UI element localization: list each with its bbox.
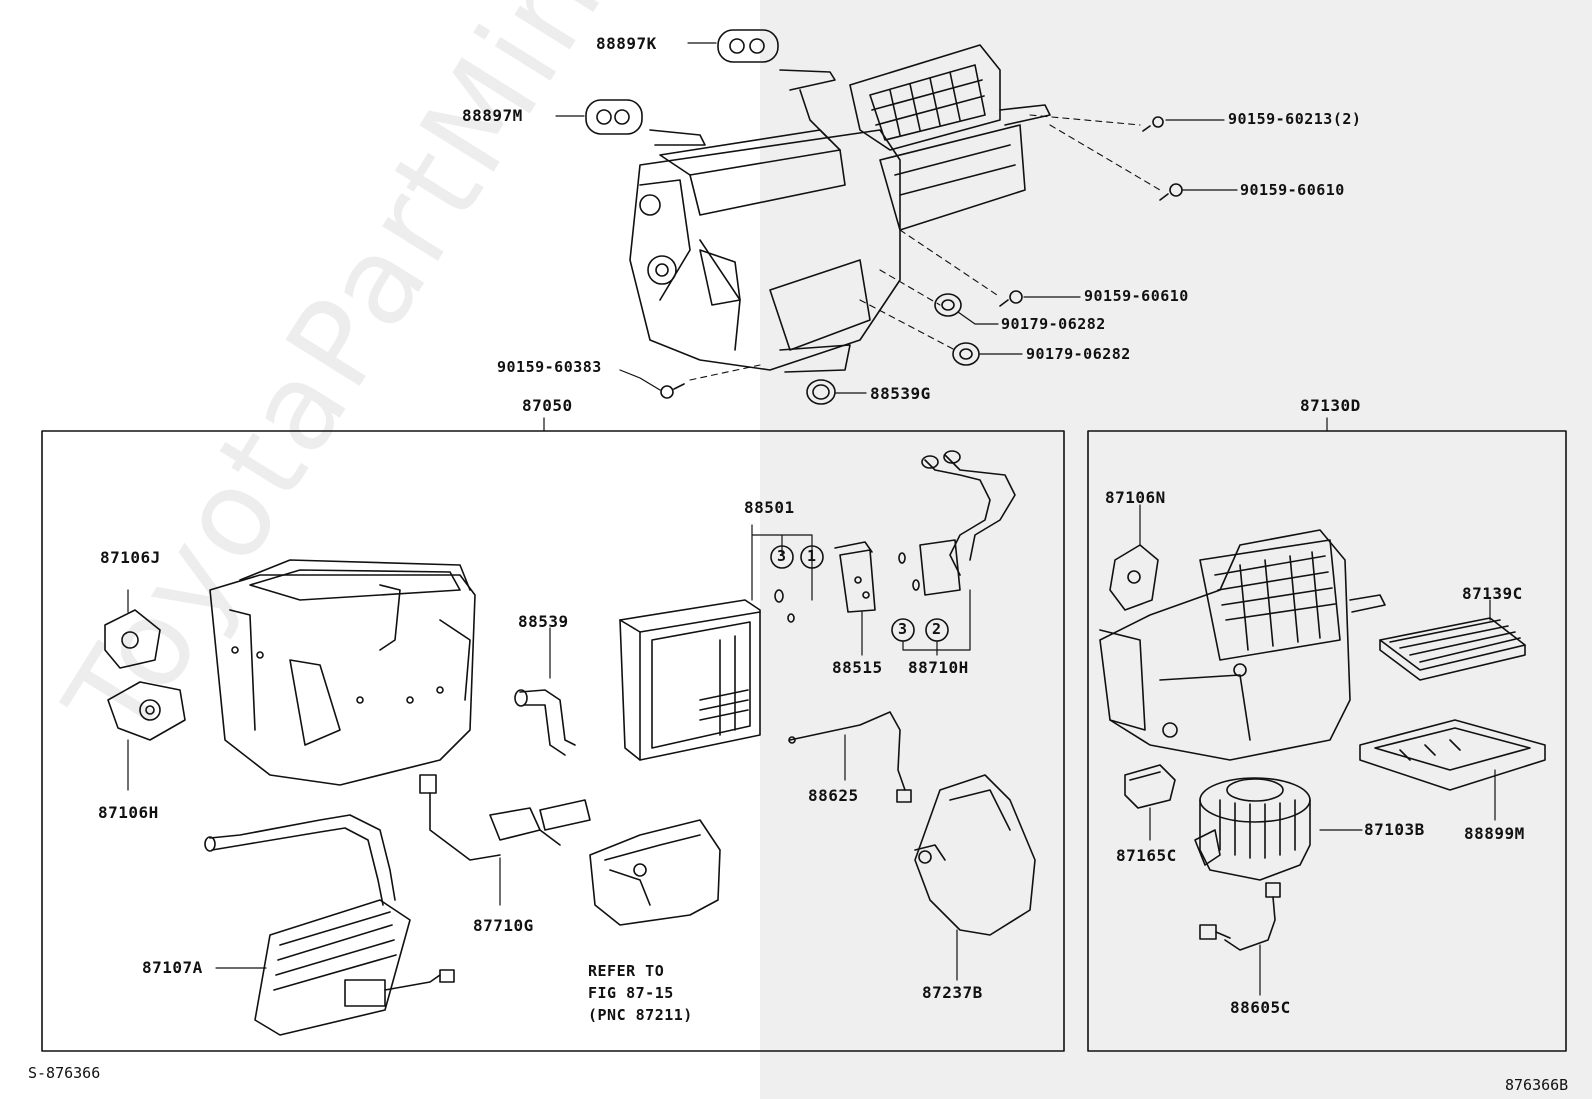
label-88625: 88625 [808, 786, 859, 805]
circled-number-1: 1 [807, 547, 817, 565]
top-leader-lines [555, 42, 1238, 394]
hose-88539-shape [514, 689, 576, 756]
label-87107A: 87107A [142, 958, 203, 977]
filter-87139C-shape [1379, 617, 1526, 681]
label-87103B: 87103B [1364, 820, 1425, 839]
circled-number-3a: 3 [777, 547, 787, 565]
label-87139C: 87139C [1462, 584, 1523, 603]
right-shade-panel [760, 0, 1592, 1099]
label-87106J: 87106J [100, 548, 161, 567]
heater-unit-illustration [629, 44, 1051, 373]
label-87237B: 87237B [922, 983, 983, 1002]
label-88897K: 88897K [596, 34, 657, 53]
blower-case-illustration [1099, 529, 1386, 761]
footer-left-code: S-876366 [28, 1064, 101, 1082]
grommet-88897K-shape [717, 29, 779, 63]
circled-number-2: 2 [932, 620, 942, 638]
expansion-valve-88515-shape [834, 541, 876, 613]
label-87050: 87050 [522, 396, 573, 415]
label-90179-06282-b: 90179-06282 [1026, 345, 1131, 363]
servo-87106N-shape [1109, 544, 1159, 611]
circled-number-3b: 3 [898, 620, 908, 638]
harness-87710G-shape [419, 774, 591, 861]
label-90159-60383: 90159-60383 [497, 358, 602, 376]
servo-87106H-shape [107, 681, 186, 741]
evaporator-88501-shape [619, 599, 761, 761]
label-88710H: 88710H [908, 658, 969, 677]
footer-right-code: 876366B [1505, 1076, 1569, 1094]
top-fastener-shapes [660, 116, 1183, 405]
refer-to-note: REFER TO FIG 87-15 (PNC 87211) [588, 962, 693, 1024]
pipe-88710H-shape [919, 450, 1016, 596]
duct-87237B-shape [914, 774, 1036, 936]
label-87710G: 87710G [473, 916, 534, 935]
label-90159-60610-b: 90159-60610 [1084, 287, 1189, 305]
label-88501: 88501 [744, 498, 795, 517]
label-88897M: 88897M [462, 106, 523, 125]
heater-case-illustration [209, 559, 476, 786]
label-90159-60610-a: 90159-60610 [1240, 181, 1345, 199]
filter-case-88899M-shape [1359, 719, 1546, 791]
label-87130D: 87130D [1300, 396, 1361, 415]
blower-motor-87103B-shape [1194, 777, 1311, 881]
label-90159-60213: 90159-60213(2) [1228, 110, 1362, 128]
label-88515: 88515 [832, 658, 883, 677]
pipe-87107A-shape [204, 814, 455, 1036]
main-assembly-box [41, 430, 1065, 1052]
grommet-88897M-shape [585, 99, 643, 135]
sensor-88625-shape [788, 711, 912, 803]
label-87106H: 87106H [98, 803, 159, 822]
label-88539: 88539 [518, 612, 569, 631]
label-88605C: 88605C [1230, 998, 1291, 1017]
label-90179-06282-a: 90179-06282 [1001, 315, 1106, 333]
wire-88605C-shape [1199, 882, 1281, 951]
top-dashed-leaders [689, 114, 1161, 381]
servo-87106J-shape [104, 609, 161, 669]
label-87165C: 87165C [1116, 846, 1177, 865]
label-87106N: 87106N [1105, 488, 1166, 507]
label-88539G: 88539G [870, 384, 931, 403]
resistor-87165C-shape [1124, 764, 1176, 809]
duct-87211-shape [589, 819, 721, 926]
label-88899M: 88899M [1464, 824, 1525, 843]
